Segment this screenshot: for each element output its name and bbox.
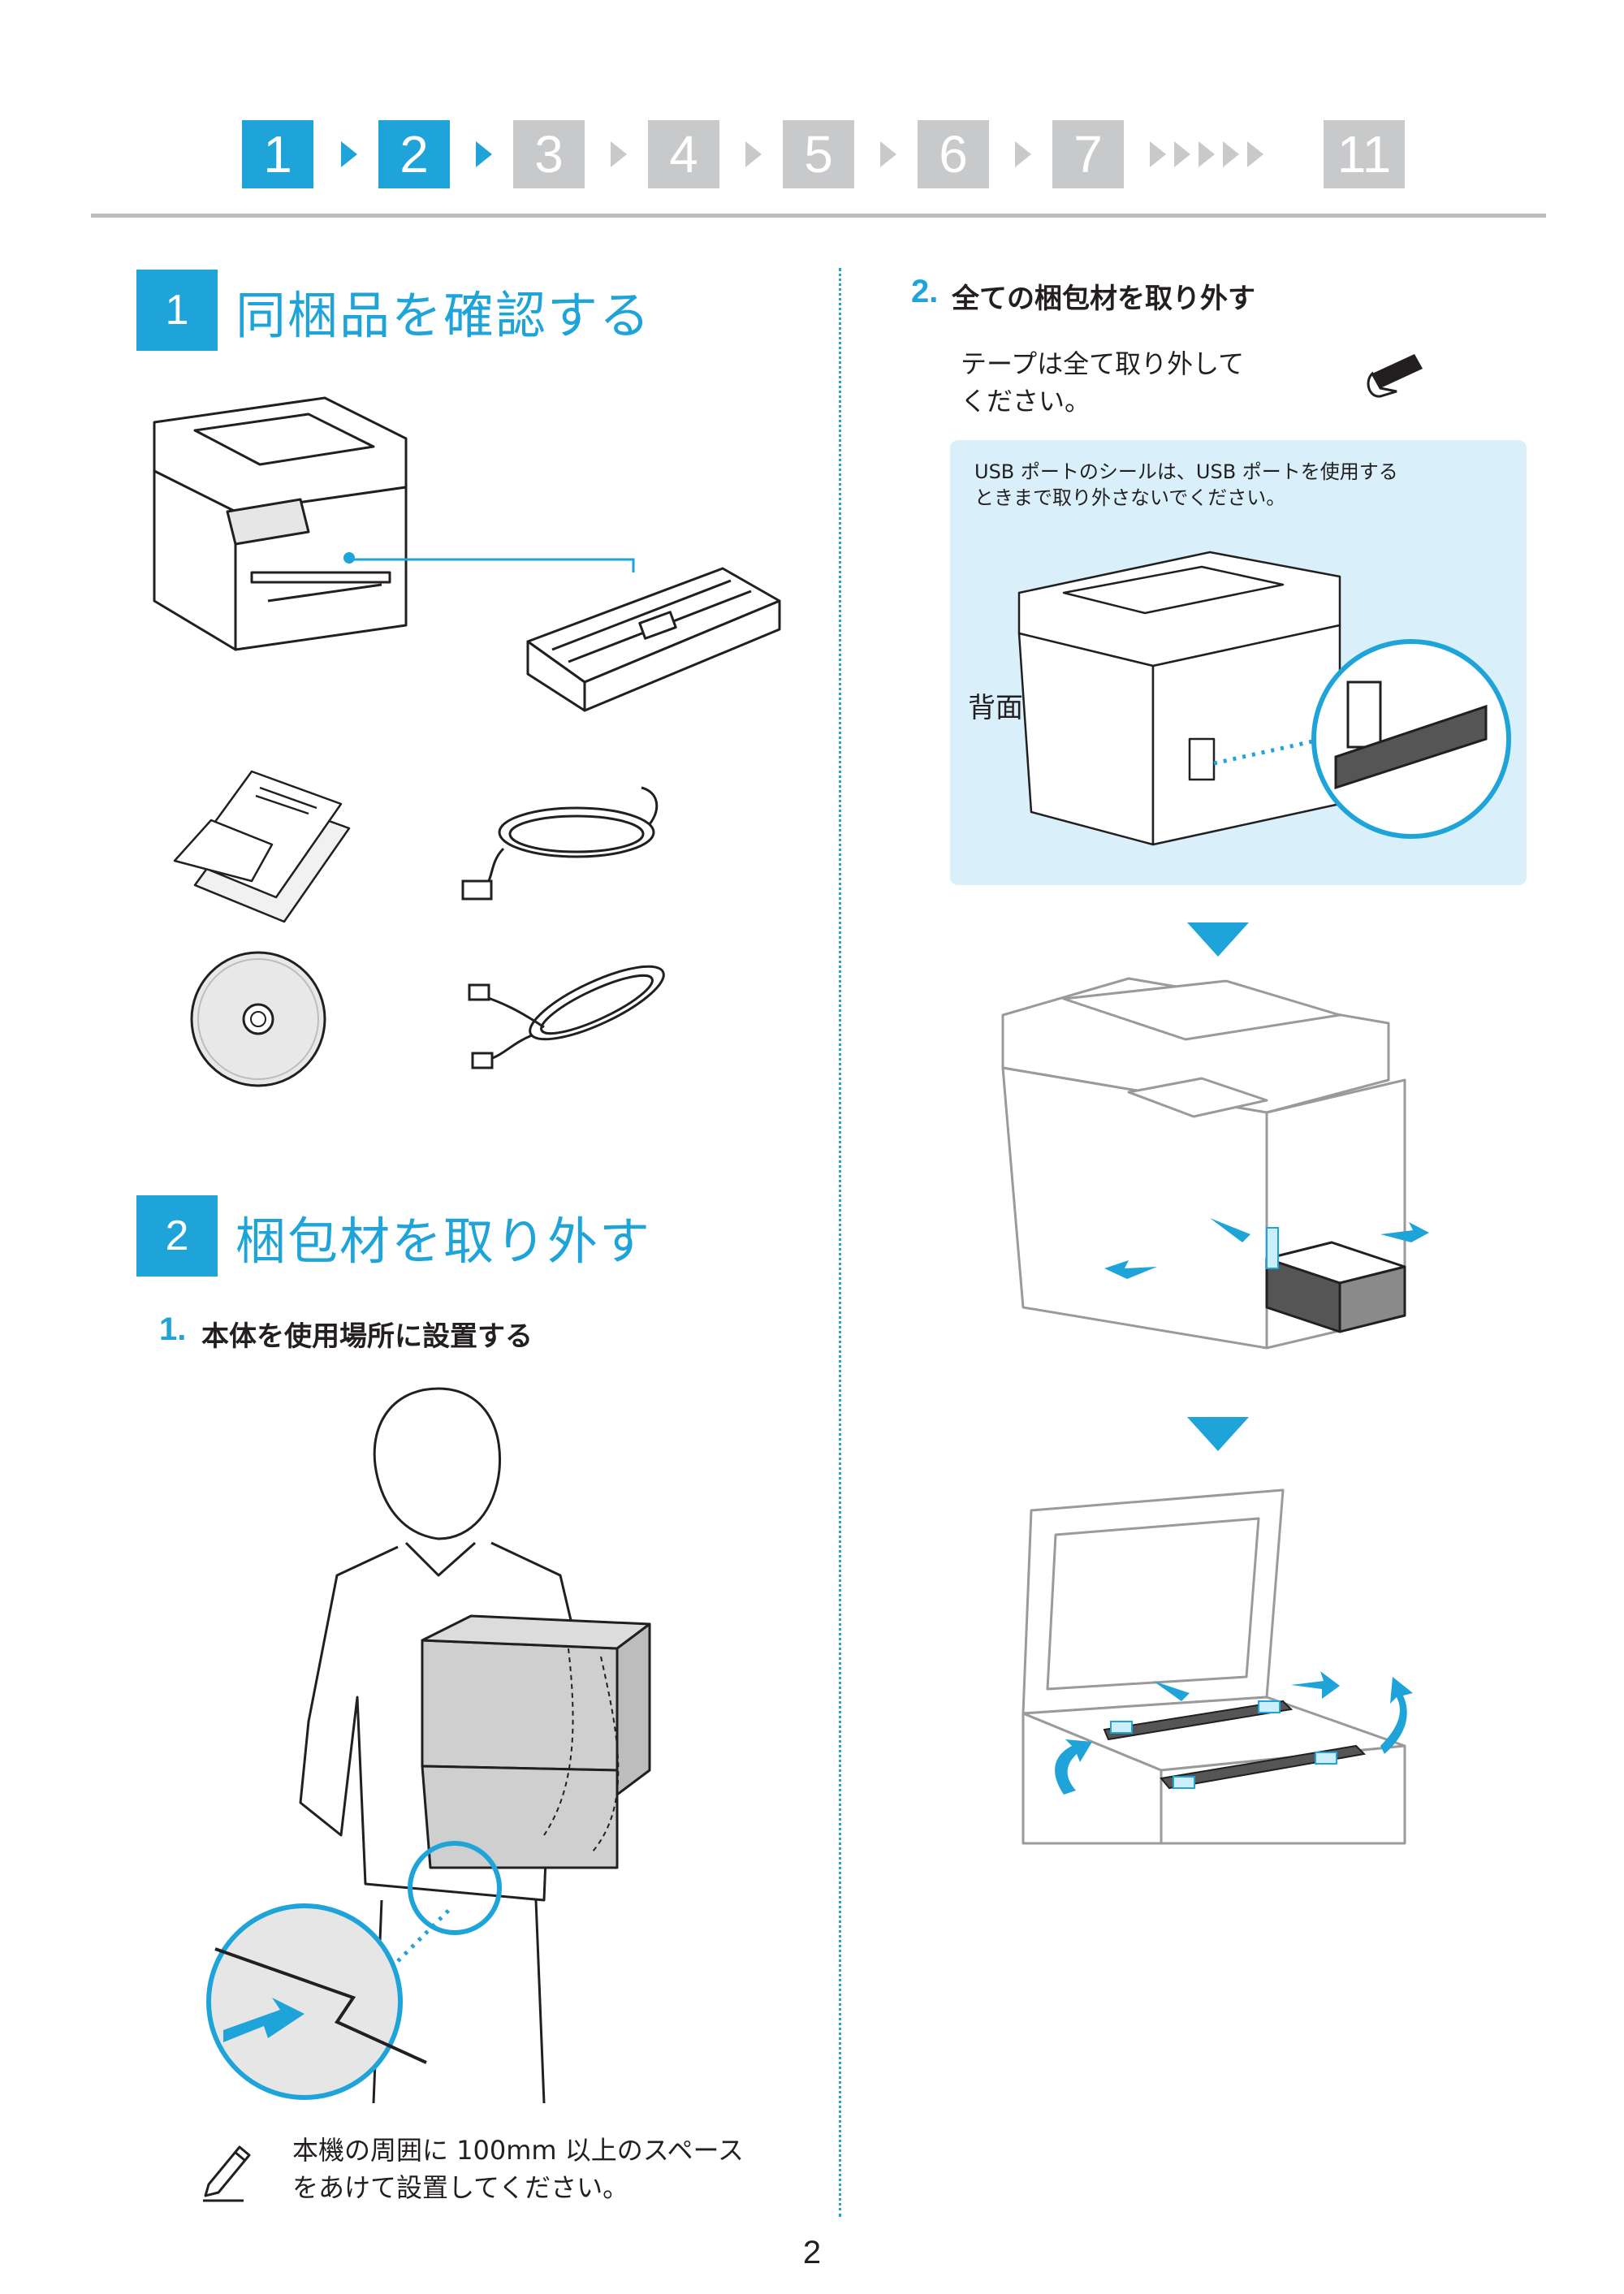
scanner-glass-tape-illustration: [1021, 1488, 1413, 1845]
step-7: 7: [1052, 120, 1124, 188]
nav-arrow-icon: [1015, 141, 1031, 167]
step-2-title: 全ての梱包材を取り外す: [952, 283, 1255, 315]
tape-instruction-line-2: ください。: [961, 386, 1091, 417]
nav-arrow-icon: [1223, 141, 1239, 167]
header-divider: [91, 214, 1546, 218]
tape-instruction: テープは全て取り外して ください。: [961, 345, 1350, 420]
page-number: 2: [802, 2235, 822, 2270]
placement-note-line-1: 本機の周囲に 100mm 以上のスペース: [292, 2135, 744, 2166]
printer-back-illustration: [1017, 551, 1511, 846]
step-1-title: 本体を使用場所に設置する: [201, 1320, 533, 1353]
step-1-number: 1.: [159, 1311, 187, 1347]
step-5: 5: [783, 120, 854, 188]
printer-front-tape-illustration: [1001, 977, 1429, 1350]
nav-arrow-icon: [1150, 141, 1166, 167]
nav-arrow-icon: [745, 141, 762, 167]
section-1-number: 1: [136, 270, 218, 351]
step-2-number: 2.: [911, 274, 939, 309]
usb-seal-note-line-2: ときまで取り外さないでください。: [974, 486, 1286, 509]
nav-arrow-icon: [1174, 141, 1190, 167]
power-cord-illustration: [461, 786, 659, 901]
nav-arrow-icon: [341, 141, 357, 167]
callout-line: [349, 558, 635, 572]
handle-detail-callout: [206, 1903, 452, 2100]
cd-rom-illustration: [190, 951, 326, 1087]
step-3: 3: [513, 120, 585, 188]
back-label: 背面: [968, 692, 1023, 724]
nav-arrow-icon: [611, 141, 627, 167]
section-2-title: 梱包材を取り外す: [235, 1212, 652, 1271]
placement-note: 本機の周囲に 100mm 以上のスペース をあけて設置してください。: [292, 2132, 796, 2206]
usb-seal-note-line-1: USB ポートのシールは、USB ポートを使用する: [974, 460, 1398, 483]
nav-arrow-icon: [880, 141, 896, 167]
usb-seal-note: USB ポートのシールは、USB ポートを使用する ときまで取り外さないでくださ…: [974, 459, 1510, 511]
placement-note-line-2: をあけて設置してください。: [292, 2172, 629, 2203]
step-1: 1: [242, 120, 313, 188]
step-2: 2: [378, 120, 450, 188]
nav-arrow-icon: [1199, 141, 1215, 167]
column-divider: [839, 268, 841, 2217]
section-1-title: 同梱品を確認する: [235, 286, 652, 345]
pencil-note-icon: [203, 2145, 251, 2202]
tape-icon: [1367, 354, 1423, 398]
step-4: 4: [648, 120, 719, 188]
nav-arrow-icon: [1247, 141, 1263, 167]
down-arrow-icon: [1187, 922, 1249, 957]
telephone-cable-illustration: [468, 965, 665, 1069]
step-11: 11: [1324, 120, 1405, 188]
nav-arrow-icon: [476, 141, 492, 167]
tape-instruction-line-1: テープは全て取り外して: [961, 348, 1245, 379]
person-lifting-printer-illustration: [299, 1387, 651, 2104]
manuals-illustration: [173, 770, 351, 923]
toner-cartridge-illustration: [526, 567, 781, 712]
section-2-number: 2: [136, 1195, 218, 1277]
step-6: 6: [918, 120, 989, 188]
printer-illustration: [153, 396, 408, 651]
down-arrow-icon: [1187, 1417, 1249, 1451]
